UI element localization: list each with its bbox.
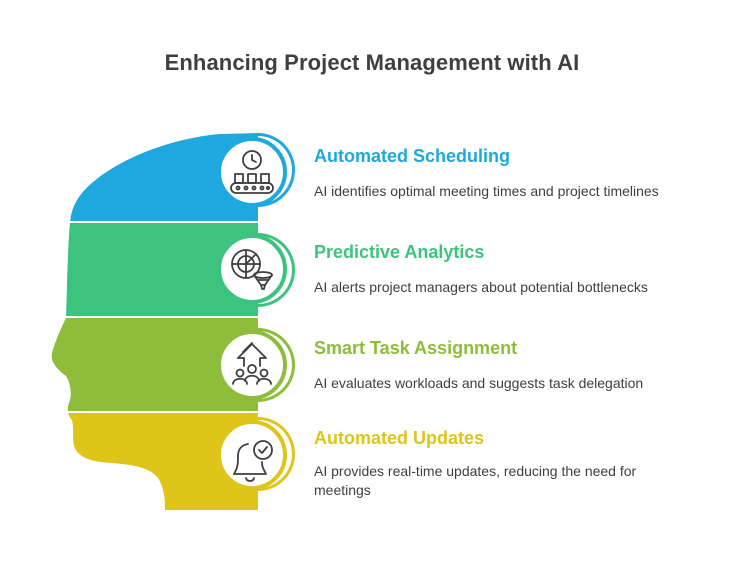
item-desc-automated-updates: AI provides real-time updates, reducing …	[314, 463, 637, 498]
calendar-clock-icon	[230, 150, 274, 194]
bell-check-icon	[233, 440, 273, 482]
item-desc-smart-task-assignment: AI evaluates workloads and suggests task…	[314, 375, 644, 391]
item-title-predictive-analytics: Predictive Analytics	[314, 242, 485, 262]
circle-automated-scheduling	[217, 137, 287, 207]
page-title: Enhancing Project Management with AI	[164, 50, 580, 75]
team-upload-icon	[232, 342, 272, 385]
item-desc-predictive-analytics: AI alerts project managers about potenti…	[314, 279, 648, 295]
item-desc-automated-scheduling: AI identifies optimal meeting times and …	[314, 183, 659, 199]
item-title-automated-scheduling: Automated Scheduling	[314, 146, 511, 166]
radar-funnel-icon	[231, 249, 273, 290]
circle-automated-updates	[217, 420, 287, 490]
item-title-smart-task-assignment: Smart Task Assignment	[314, 338, 518, 358]
item-title-automated-updates: Automated Updates	[314, 428, 485, 448]
